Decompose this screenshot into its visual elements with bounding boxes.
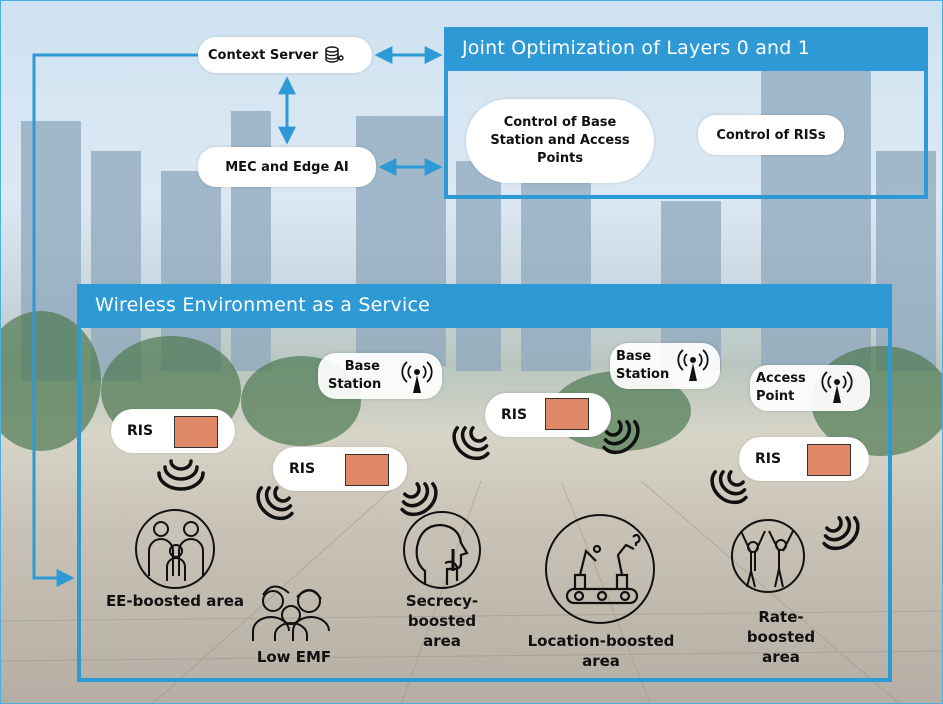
- arrow-context-wireless: [32, 53, 198, 587]
- ris-tile: [345, 454, 389, 486]
- base-station-1-node: Base Station: [318, 353, 442, 399]
- family-icon: [148, 521, 204, 581]
- database-icon: [324, 46, 344, 64]
- context-server-label: Context Server: [208, 47, 319, 63]
- location-area-circle: [545, 514, 655, 624]
- access-point-label: Access Point: [756, 371, 806, 404]
- joint-optimization-frame: [444, 67, 928, 199]
- ris-panel-1: RIS: [111, 409, 235, 453]
- wave-icon: [452, 426, 490, 461]
- wave-icon: [256, 486, 294, 521]
- rate-area-circle: [731, 519, 805, 593]
- base-station-2-label: Base Station: [616, 349, 670, 382]
- context-server-node: Context Server: [198, 37, 372, 73]
- antenna-icon: [401, 361, 433, 393]
- wave-icon: [710, 470, 748, 505]
- group-people-icon: [252, 585, 330, 641]
- wave-icon: [157, 459, 205, 491]
- happy-people-icon: [740, 530, 794, 588]
- ris-panel-3: RIS: [485, 393, 611, 437]
- ris-panel-4: RIS: [739, 437, 869, 481]
- control-ris-node: Control of RISs: [698, 115, 844, 155]
- ee-area-circle: [135, 509, 215, 589]
- mec-edge-ai-node: MEC and Edge AI: [198, 147, 376, 187]
- ris-label: RIS: [289, 461, 316, 477]
- control-base-station-node: Control of Base Station and Access Point…: [466, 99, 654, 183]
- joint-optimization-title: Joint Optimization of Layers 0 and 1: [444, 27, 928, 69]
- wave-icon: [400, 482, 438, 517]
- secrecy-area-circle: [403, 511, 481, 589]
- location-area-label: Location-boosted area: [527, 632, 675, 670]
- base-station-1-label: Base Station: [328, 359, 382, 392]
- ris-tile: [807, 444, 851, 476]
- wave-icon: [822, 516, 860, 551]
- wave-icon: [602, 420, 640, 455]
- ris-tile: [174, 416, 218, 448]
- antenna-icon: [821, 371, 853, 403]
- antenna-icon: [677, 349, 709, 381]
- ee-area-label: EE-boosted area: [105, 592, 245, 610]
- ris-label: RIS: [127, 423, 154, 439]
- ris-label: RIS: [501, 407, 528, 423]
- robot-conveyor-icon: [565, 533, 641, 605]
- base-station-2-node: Base Station: [610, 343, 720, 389]
- low-emf-label: Low EMF: [256, 648, 332, 666]
- secrecy-area-label: Secrecy-boosted area: [405, 592, 479, 650]
- ris-label: RIS: [755, 451, 782, 467]
- rate-area-label: Rate-boosted area: [746, 608, 816, 666]
- wireless-environment-title: Wireless Environment as a Service: [77, 284, 892, 326]
- secrecy-icon: [415, 523, 469, 585]
- wireless-environment-frame: [77, 324, 892, 682]
- ris-panel-2: RIS: [273, 447, 407, 491]
- ris-tile: [545, 398, 589, 430]
